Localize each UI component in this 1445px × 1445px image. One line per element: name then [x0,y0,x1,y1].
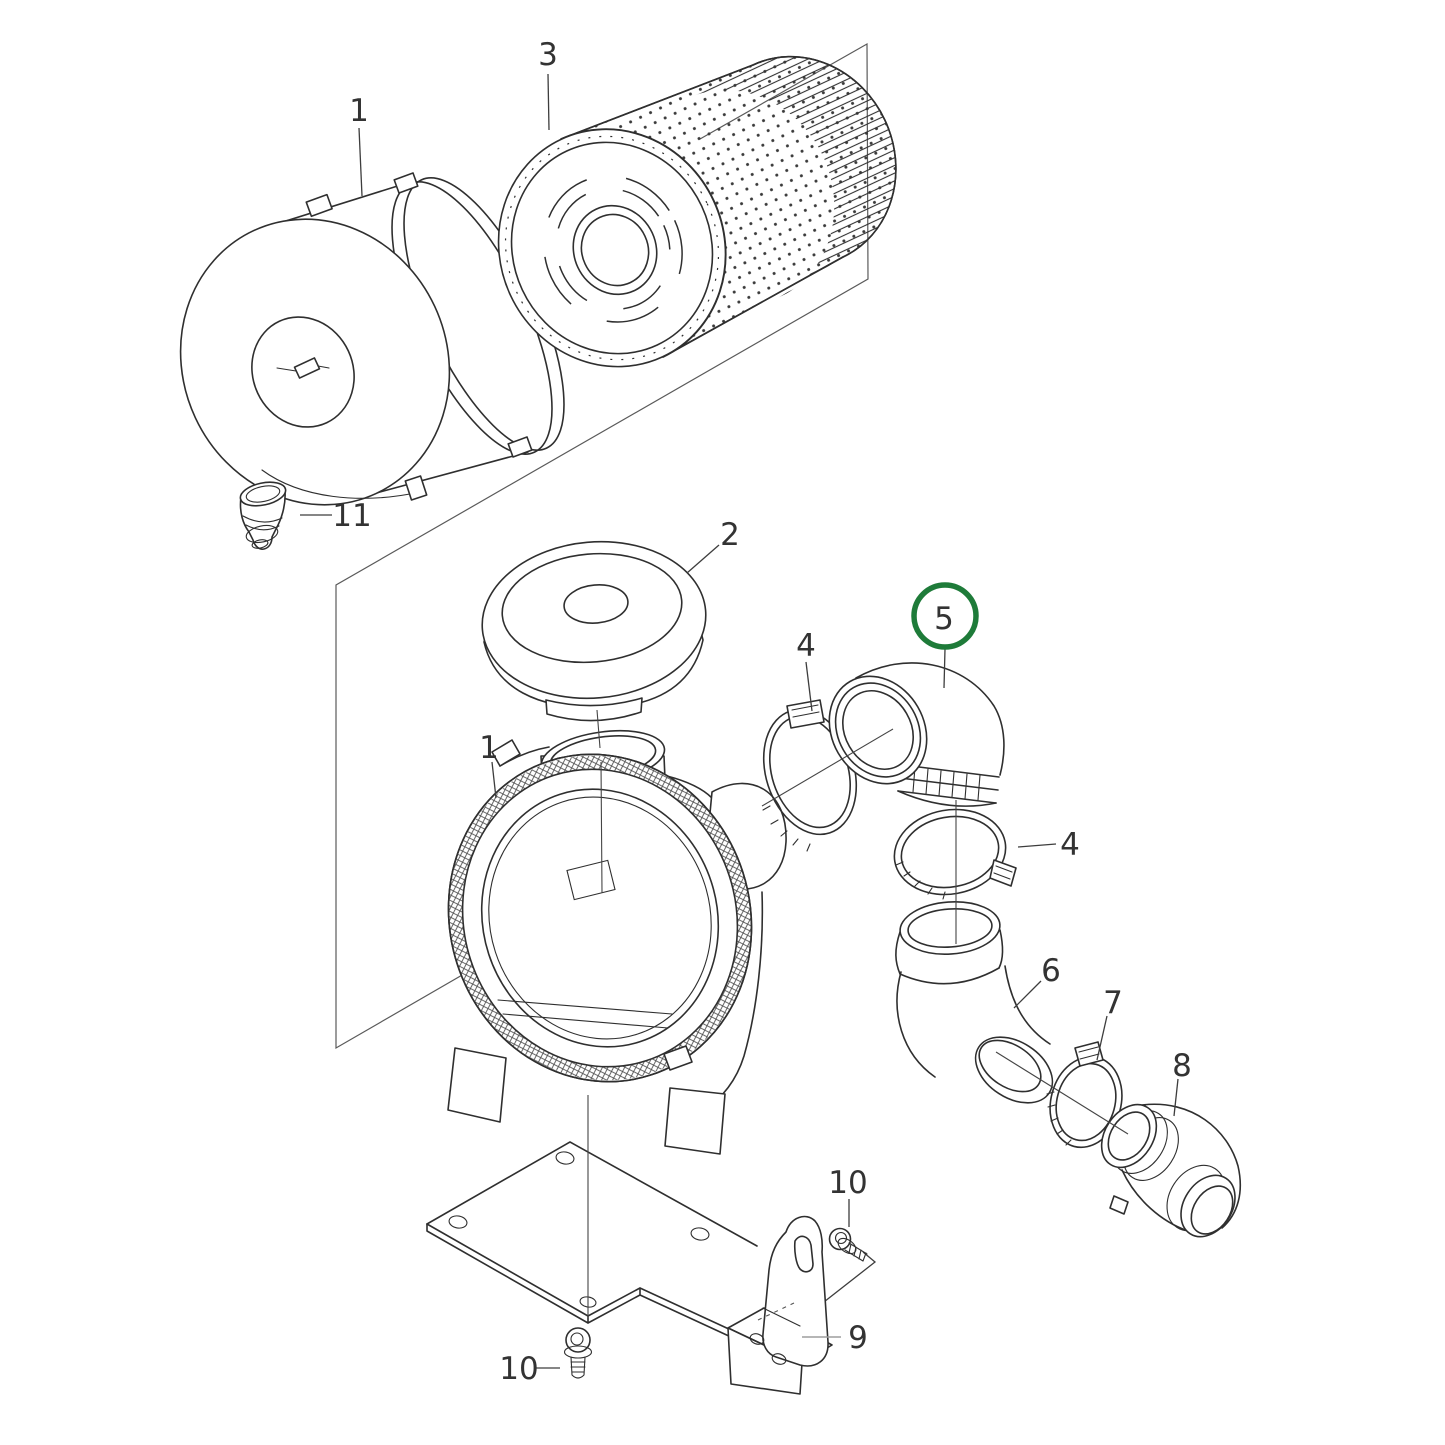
callout-3[interactable]: 3 [538,37,558,73]
callout-4-left[interactable]: 4 [796,628,816,664]
part-11-drain-valve [239,481,287,550]
highlight-circle[interactable] [911,582,979,650]
callout-2[interactable]: 2 [720,517,740,553]
part-6-elbow-pipe [895,901,1054,1104]
assembly-axis-lower [995,1051,1129,1135]
part-5-elbow-hose [828,662,1005,807]
callout-4-right[interactable]: 4 [1060,827,1080,863]
callout-9[interactable]: 9 [848,1320,868,1356]
callout-10-left[interactable]: 10 [499,1351,538,1387]
part-4-clamp-right [893,808,1017,900]
frame-lines [335,42,869,1050]
part-1-housing [447,729,787,1155]
part-8-hose [1100,1103,1242,1238]
part-1-cover [179,172,565,506]
cap-axis [596,709,603,894]
part-9-bracket [727,1215,833,1395]
part-10-screw-left [563,1327,593,1379]
assembly-axis-upper [761,728,894,807]
callout-6[interactable]: 6 [1041,953,1061,989]
callout-5[interactable]: 5 [934,601,954,637]
part-2-cap [481,540,707,722]
callout-10-right[interactable]: 10 [828,1165,867,1201]
part-10-screw-right [828,1227,868,1262]
callout-1-cover[interactable]: 1 [349,93,369,129]
callout-1-housing[interactable]: 1 [479,730,499,766]
callout-8[interactable]: 8 [1172,1048,1192,1084]
part-3-filter-element [497,55,897,368]
leader-lines [300,73,1179,1369]
callout-7[interactable]: 7 [1103,985,1123,1021]
callout-11[interactable]: 11 [332,498,371,534]
